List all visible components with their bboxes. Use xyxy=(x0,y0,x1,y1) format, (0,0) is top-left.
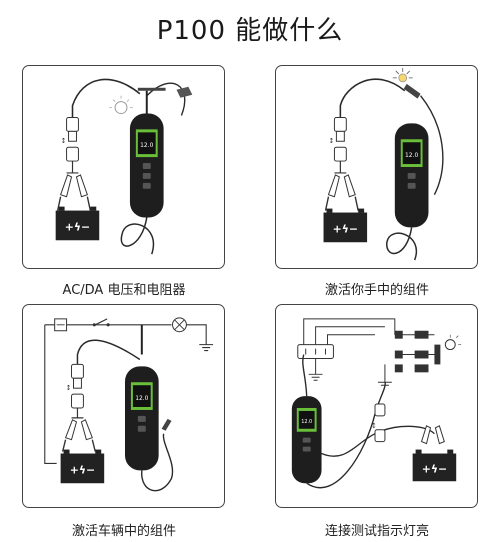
battery-label: +ϟ− xyxy=(65,220,90,233)
battery-icon: +ϟ− xyxy=(412,449,457,482)
caption-activate-vehicle: 激活车辆中的组件 xyxy=(71,524,176,539)
ground-icon xyxy=(308,358,323,381)
svg-text:↕: ↕ xyxy=(328,137,334,145)
tester-device: 12.0 xyxy=(124,366,159,471)
bulb-icon xyxy=(109,95,133,115)
battery-label: +ϟ− xyxy=(422,462,447,475)
illustration-test-light: 12.0 ↕ +ϟ− xyxy=(291,318,462,489)
vehicle-chassis xyxy=(394,330,441,373)
lamp-icon xyxy=(172,317,187,333)
caption-voltage-resistance: AC/DA 电压和电阻器 xyxy=(62,283,186,298)
connector-plug: ↕ xyxy=(328,116,347,162)
illustration-activate-handheld: ↕ +ϟ− 12.0 xyxy=(323,67,444,261)
battery-label: +ϟ− xyxy=(70,463,95,476)
alligator-clips xyxy=(420,425,445,445)
connector-plug: ↕ xyxy=(66,363,84,409)
caption-test-light: 连接测试指示灯亮 xyxy=(324,524,429,539)
fuse-icon xyxy=(54,318,68,332)
illustration-voltage-resistance: ↕ +ϟ− 12.0 xyxy=(55,78,193,255)
alligator-clips xyxy=(324,174,359,211)
panel-activate-handheld: ↕ +ϟ− 12.0 xyxy=(275,65,478,269)
connector-plug: ↕ xyxy=(61,116,79,162)
battery-label: +ϟ− xyxy=(333,222,358,235)
connector-block xyxy=(297,344,334,359)
tester-display: 12.0 xyxy=(140,142,153,149)
panel-activate-vehicle: ↕ +ϟ− 12.0 xyxy=(22,304,225,508)
switch-icon xyxy=(92,318,110,327)
lamp-icon xyxy=(444,334,462,351)
tester-display: 12.0 xyxy=(405,152,418,159)
svg-text:↕: ↕ xyxy=(61,137,67,145)
page-title: P100 能做什么 xyxy=(156,16,344,46)
tester-display: 12.0 xyxy=(135,395,148,402)
caption-activate-handheld: 激活你手中的组件 xyxy=(324,283,429,298)
tester-device: 12.0 xyxy=(129,113,164,218)
battery-icon: +ϟ− xyxy=(55,206,100,241)
panel-test-light: 12.0 ↕ +ϟ− xyxy=(275,304,478,508)
tester-device: 12.0 xyxy=(394,123,429,228)
illustration-activate-vehicle: ↕ +ϟ− 12.0 xyxy=(44,317,214,492)
svg-text:↕: ↕ xyxy=(66,384,72,392)
test-lead-probe xyxy=(137,86,193,114)
tester-display: 12.0 xyxy=(301,419,312,425)
probe-clip xyxy=(403,83,444,196)
battery-icon: +ϟ− xyxy=(60,449,105,484)
ground-icon xyxy=(377,364,392,386)
battery-icon: +ϟ− xyxy=(323,208,368,243)
connector-plug: ↕ xyxy=(371,403,386,443)
ground-icon xyxy=(199,344,214,352)
spark-icon xyxy=(392,67,413,83)
tester-device: 12.0 xyxy=(291,396,322,484)
alligator-clips xyxy=(61,419,96,452)
svg-text:↕: ↕ xyxy=(371,422,377,430)
panel-voltage-resistance: ↕ +ϟ− 12.0 xyxy=(22,65,225,269)
alligator-clips xyxy=(56,174,92,211)
